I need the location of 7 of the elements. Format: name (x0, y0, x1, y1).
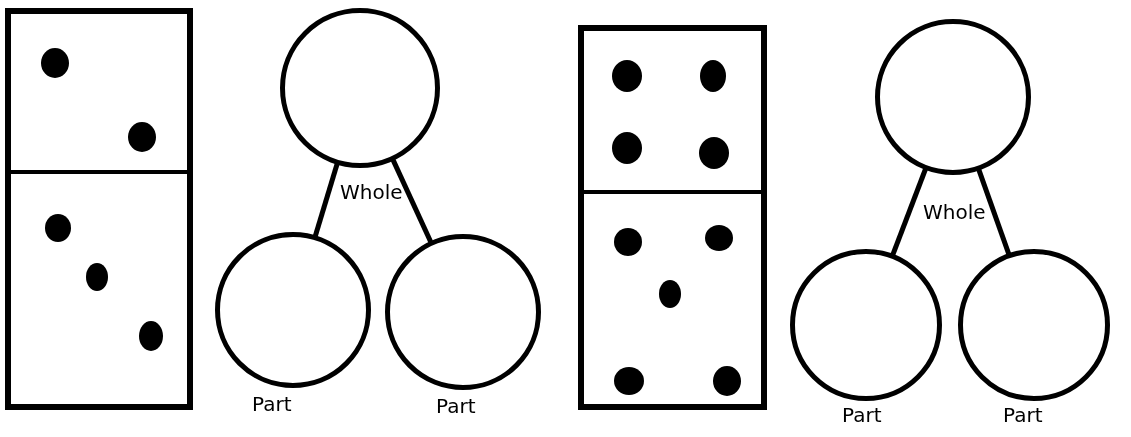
whole-label: Whole (340, 180, 403, 204)
part-label: Part (1003, 403, 1043, 427)
part-label: Part (842, 403, 882, 427)
whole-label: Whole (923, 200, 986, 224)
part-label: Part (252, 392, 292, 416)
connector-line (890, 167, 929, 257)
part-label: Part (436, 394, 476, 418)
